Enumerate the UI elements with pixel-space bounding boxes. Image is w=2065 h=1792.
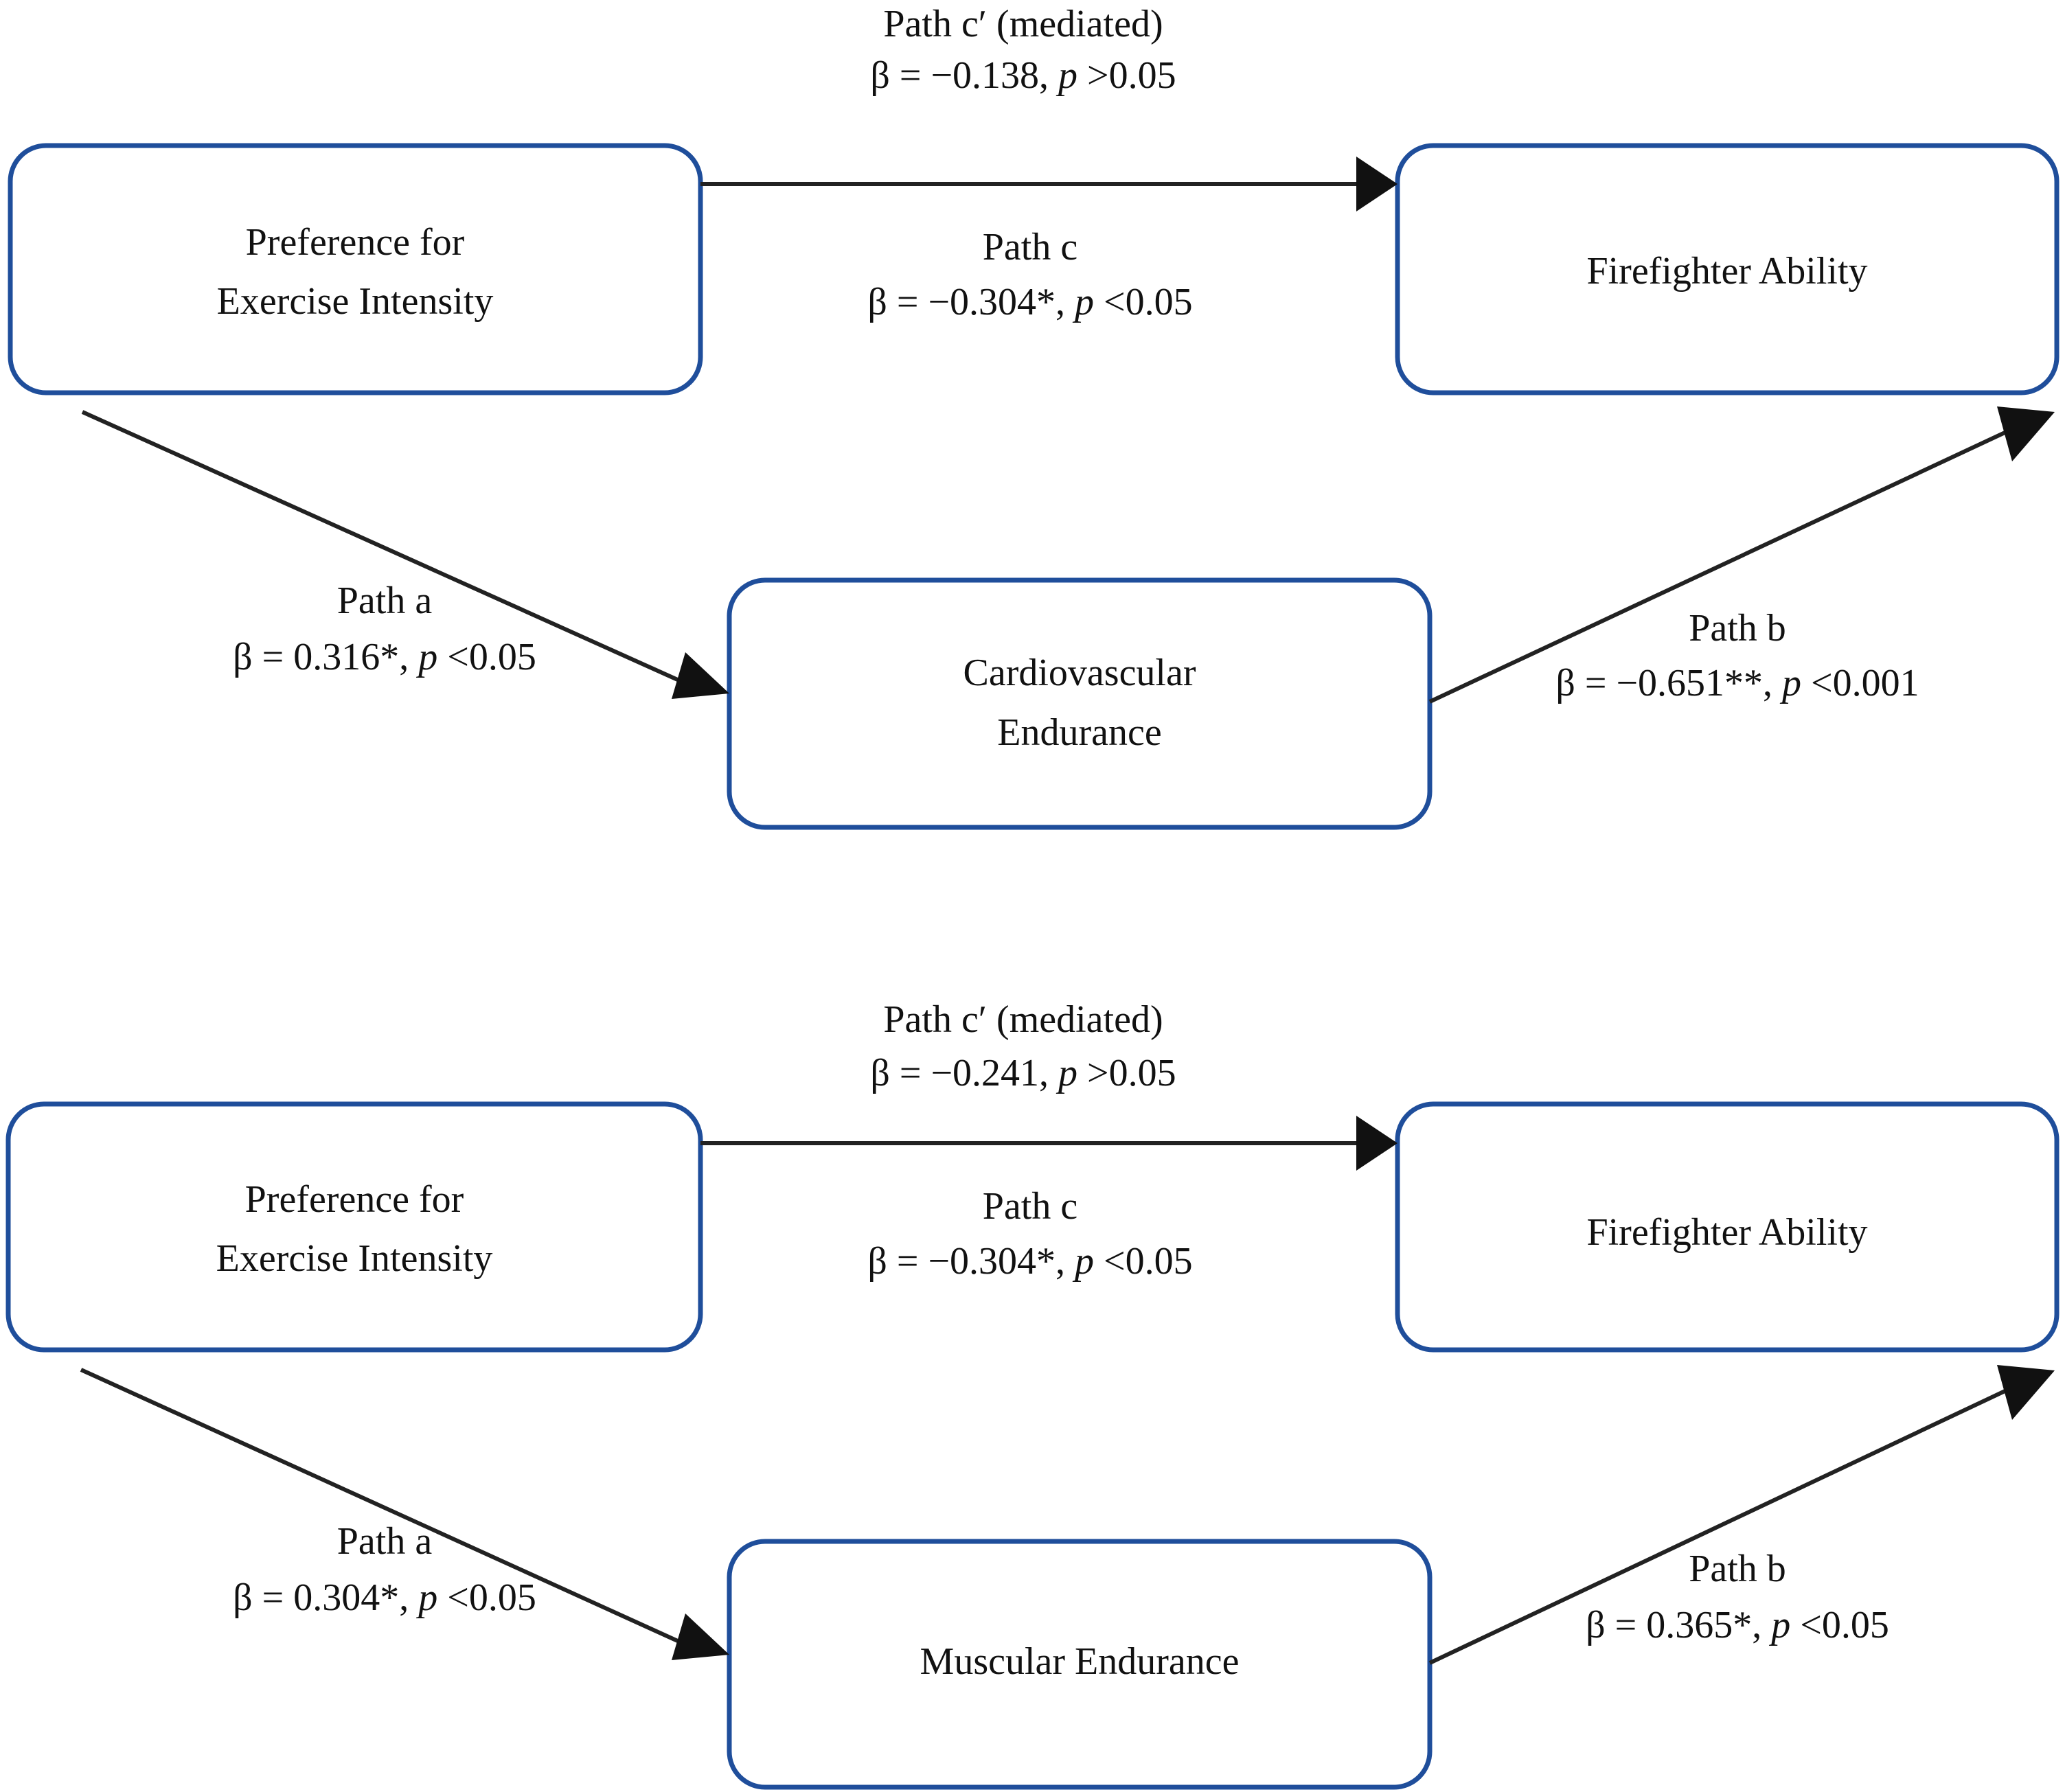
panel1-mediator-node[interactable]: Cardiovascular Endurance: [727, 577, 1433, 830]
panel1-path-c-prime-p-symbol: p: [1056, 54, 1077, 97]
panel1-path-a-stat: β = 0.316*, p <0.05: [233, 636, 536, 678]
panel1-path-a-arrowhead: [672, 652, 729, 699]
panel2-path-c-stat: β = −0.304*, p <0.05: [867, 1240, 1192, 1283]
panel2-path-b-p-rest: <0.05: [1790, 1604, 1889, 1646]
panel1-path-a-arrow-line: [81, 410, 688, 686]
panel2-path-c-prime-p-rest: >0.05: [1077, 1052, 1176, 1094]
panel2-path-b-stat: β = 0.365*, p <0.05: [1586, 1604, 1889, 1646]
panel1-path-b-arrowhead: [1997, 406, 2055, 461]
panel2-path-c-p-rest: <0.05: [1094, 1240, 1193, 1283]
panel1-path-c-stat: β = −0.304*, p <0.05: [867, 281, 1192, 323]
panel2-path-c-prime-label: Path c′ (mediated) β = −0.241, p >0.05: [870, 998, 1176, 1094]
panel1-path-c-prime-name: Path c′ (mediated): [883, 3, 1163, 45]
panel1-mediator-box[interactable]: [727, 577, 1433, 830]
panel2-path-c-name: Path c: [983, 1185, 1077, 1228]
panel2-path-a-arrow-line: [80, 1368, 688, 1647]
panel2-path-a-stat: β = 0.304*, p <0.05: [233, 1576, 536, 1619]
panel1-mediator-label-line2: Endurance: [997, 711, 1161, 754]
panel2-predictor-box[interactable]: [5, 1101, 703, 1353]
panel1-path-b-label: Path b β = −0.651**, p <0.001: [1555, 607, 1919, 704]
panel1-path-c-name: Path c: [983, 226, 1077, 268]
panel2-mediator-node[interactable]: Muscular Endurance: [727, 1539, 1433, 1790]
panel1-path-c-beta: β = −0.304*,: [867, 281, 1075, 323]
panel1-path-c-prime-p-rest: >0.05: [1077, 54, 1176, 97]
panel2-outcome-node[interactable]: Firefighter Ability: [1395, 1101, 2060, 1353]
panel1-path-a-beta: β = 0.316*,: [233, 636, 418, 678]
panel1-path-c-prime-beta: β = −0.138,: [870, 54, 1058, 97]
panel2-path-b-p-symbol: p: [1768, 1604, 1790, 1646]
panel2-path-a-arrowhead: [672, 1613, 729, 1660]
panel2-mediator-box[interactable]: [727, 1539, 1433, 1790]
panel2-path-c-p-symbol: p: [1072, 1240, 1094, 1283]
panel2-path-a-name: Path a: [337, 1520, 433, 1563]
panel2-path-c-prime-beta: β = −0.241,: [870, 1052, 1058, 1094]
panel1-path-c-prime-label: Path c′ (mediated) β = −0.138, p >0.05: [870, 3, 1176, 97]
panel2-outcome-box[interactable]: [1395, 1101, 2060, 1353]
panel2-path-a-label: Path a β = 0.304*, p <0.05: [233, 1520, 536, 1619]
panel1-path-b-stat: β = −0.651**, p <0.001: [1555, 662, 1919, 704]
panel1-outcome-label: Firefighter Ability: [1586, 250, 1867, 292]
panel2-path-b-name: Path b: [1689, 1548, 1786, 1590]
panel1-path-c-prime-stat: β = −0.138, p >0.05: [870, 54, 1176, 97]
panel2-path-c-beta: β = −0.304*,: [867, 1240, 1075, 1283]
panel1-path-a-p-symbol: p: [415, 636, 437, 678]
panel1-path-b-arrow-line: [1428, 428, 2012, 704]
panel2-outcome-label: Firefighter Ability: [1586, 1211, 1867, 1254]
panel1-path-c-p-symbol: p: [1072, 281, 1094, 323]
panel2-path-a-p-rest: <0.05: [437, 1576, 536, 1619]
panel2-path-b-arrowhead: [1997, 1365, 2055, 1420]
panel1-predictor-label-line2: Exercise Intensity: [217, 280, 494, 323]
panel1-path-a-p-rest: <0.05: [437, 636, 536, 678]
panel2-mediator-label: Muscular Endurance: [920, 1640, 1240, 1683]
panel1-path-b-p-symbol: p: [1779, 662, 1801, 704]
panel2-predictor-node[interactable]: Preference for Exercise Intensity: [5, 1101, 703, 1353]
panel2-path-c-prime-p-symbol: p: [1056, 1052, 1077, 1094]
panel2-path-c-prime-name: Path c′ (mediated): [883, 998, 1163, 1041]
panel2-path-c-arrowhead: [1356, 1116, 1397, 1171]
panel1-predictor-box[interactable]: [8, 143, 703, 395]
panel2-path-b-arrow-line: [1428, 1386, 2012, 1665]
panel2-predictor-label-line1: Preference for: [245, 1178, 464, 1221]
panel2-path-b-beta: β = 0.365*,: [1586, 1604, 1771, 1646]
panel1-mediator-label-line1: Cardiovascular: [963, 652, 1196, 694]
panel1-predictor-label-line1: Preference for: [246, 221, 465, 264]
panel1-path-b-p-rest: <0.001: [1801, 662, 1919, 704]
panel1-path-b-name: Path b: [1689, 607, 1786, 650]
panel1-path-b-beta: β = −0.651**,: [1555, 662, 1782, 704]
panel1-path-a-label: Path a β = 0.316*, p <0.05: [233, 579, 536, 678]
panel2-path-b-label: Path b β = 0.365*, p <0.05: [1586, 1548, 1889, 1646]
panel2-path-c-label: Path c β = −0.304*, p <0.05: [867, 1185, 1192, 1283]
panel1-path-c-label: Path c β = −0.304*, p <0.05: [867, 226, 1192, 323]
panel1-path-a-name: Path a: [337, 579, 433, 622]
panel1-outcome-box[interactable]: [1395, 143, 2060, 395]
panel2-predictor-label-line2: Exercise Intensity: [216, 1237, 493, 1280]
panel2-path-a-p-symbol: p: [415, 1576, 437, 1619]
panel-1: Path c′ (mediated) β = −0.138, p >0.05 P…: [8, 3, 2060, 830]
panel1-path-c-p-rest: <0.05: [1094, 281, 1193, 323]
panel-2: Path c′ (mediated) β = −0.241, p >0.05 P…: [5, 998, 2060, 1790]
panel2-path-a-beta: β = 0.304*,: [233, 1576, 418, 1619]
panel1-path-c-arrowhead: [1356, 157, 1397, 211]
panel1-outcome-node[interactable]: Firefighter Ability: [1395, 143, 2060, 395]
panel2-path-c-prime-stat: β = −0.241, p >0.05: [870, 1052, 1176, 1094]
panel1-predictor-node[interactable]: Preference for Exercise Intensity: [8, 143, 703, 395]
